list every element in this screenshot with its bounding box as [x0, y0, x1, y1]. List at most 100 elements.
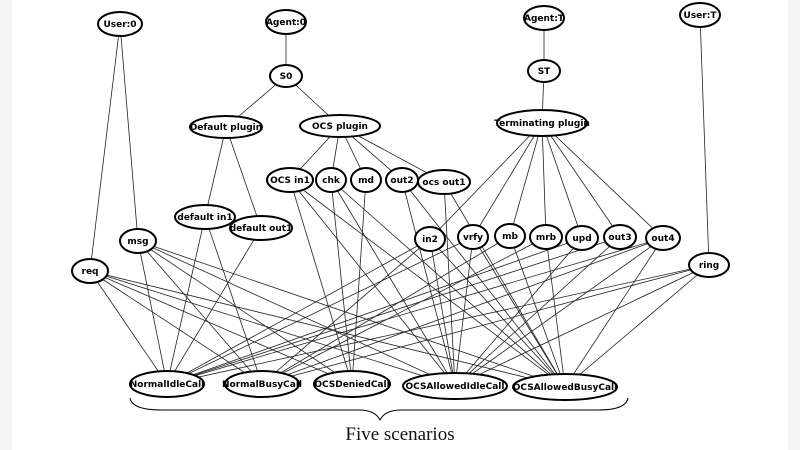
node-req: req [71, 258, 109, 284]
node-label: out2 [390, 176, 413, 186]
edge-out4-to-normal-idle-call [166, 237, 664, 385]
node-label: OCSAllowedBusyCall [513, 383, 617, 393]
node-label: upd [572, 234, 591, 244]
node-label: Terminating plugin [494, 119, 590, 129]
edge-ocs-in1-to-ocs-allowed-busy-call [289, 179, 566, 388]
node-label: OCS plugin [312, 122, 368, 132]
edge-upd-to-ocs-allowed-idle-call [454, 237, 583, 387]
edge-chk-to-ocs-denied-call [330, 179, 353, 385]
node-label: out4 [651, 234, 674, 244]
node-ellipse [523, 5, 565, 31]
node-chk: chk [315, 167, 347, 193]
edge-req-to-ocs-denied-call [89, 270, 353, 385]
edge-out3-to-ocs-allowed-idle-call [454, 236, 621, 387]
node-ellipse [527, 59, 561, 83]
edge-req-to-normal-idle-call [89, 270, 168, 385]
node-ocs-plugin: OCS plugin [299, 114, 381, 138]
node-label: S0 [280, 72, 293, 82]
edge-mrb-to-ocs-allowed-busy-call [545, 236, 566, 388]
node-ellipse [417, 169, 471, 195]
edge-ring-to-normal-busy-call [261, 264, 710, 385]
edge-userT-to-ring [699, 14, 710, 266]
node-label: NormalIdleCall [130, 380, 205, 390]
edge-chk-to-ocs-allowed-idle-call [330, 179, 456, 387]
node-agent0: Agent:0 [265, 9, 307, 35]
node-label: Default plugin [190, 123, 262, 133]
node-out4: out4 [645, 225, 681, 251]
node-default-plugin: Default plugin [189, 115, 263, 139]
edge-terminating-plugin-to-out3 [541, 122, 621, 238]
edge-ring-to-normal-idle-call [166, 264, 710, 385]
node-ellipse [119, 228, 157, 254]
node-label: ocs out1 [422, 178, 465, 188]
edge-user0-to-req [89, 23, 121, 272]
node-label: User:0 [103, 20, 136, 30]
node-label: OCSDeniedCall [314, 380, 389, 390]
node-label: mrb [536, 233, 557, 243]
node-label: default in1 [177, 213, 232, 223]
node-ellipse [414, 226, 446, 252]
edge-msg-to-ocs-denied-call [137, 240, 353, 385]
edge-mb-to-normal-busy-call [261, 235, 511, 385]
edge-md-to-ocs-denied-call [351, 179, 367, 385]
edge-terminating-plugin-to-in2 [429, 122, 543, 240]
edge-layer [89, 14, 710, 388]
edge-req-to-ocs-allowed-idle-call [89, 270, 456, 387]
node-ellipse [457, 224, 489, 250]
node-label: NormalBusyCall [222, 380, 302, 390]
node-label: md [358, 176, 374, 186]
node-label: ring [699, 261, 719, 271]
edge-ring-to-ocs-allowed-busy-call [564, 264, 710, 388]
node-ellipse [494, 223, 526, 249]
node-label: msg [127, 237, 148, 247]
edge-ocs-out1-to-ocs-allowed-idle-call [443, 181, 456, 387]
edge-out4-to-ocs-allowed-idle-call [454, 237, 664, 387]
edge-terminating-plugin-to-mb [509, 122, 543, 237]
node-label: in2 [422, 235, 438, 245]
edge-ocs-in1-to-ocs-allowed-idle-call [289, 179, 456, 387]
node-ellipse [315, 167, 347, 193]
node-terminating-plugin: Terminating plugin [494, 109, 590, 137]
edge-out2-to-ocs-allowed-idle-call [401, 179, 456, 387]
edge-msg-to-ocs-allowed-idle-call [137, 240, 456, 387]
node-ellipse [496, 109, 588, 137]
edge-terminating-plugin-to-vrfy [472, 122, 543, 238]
edge-mrb-to-normal-busy-call [261, 236, 547, 385]
node-ocs-allowed-idle-call: OCSAllowedIdleCall [402, 372, 508, 400]
edge-out4-to-normal-busy-call [261, 237, 664, 385]
edge-ocs-in1-to-ocs-denied-call [289, 179, 353, 385]
edge-default-in1-to-normal-idle-call [166, 216, 206, 385]
edge-msg-to-normal-idle-call [137, 240, 168, 385]
node-ocs-denied-call: OCSDeniedCall [313, 370, 391, 398]
edge-terminating-plugin-to-mrb [541, 122, 547, 238]
node-upd: upd [565, 225, 599, 251]
node-label: vrfy [463, 233, 483, 243]
edge-terminating-plugin-to-out4 [541, 122, 664, 239]
node-ellipse [645, 225, 681, 251]
node-ellipse [299, 114, 381, 138]
node-msg: msg [119, 228, 157, 254]
edge-in2-to-ocs-allowed-busy-call [429, 238, 566, 388]
node-ellipse [189, 115, 263, 139]
node-ocs-in1: OCS in1 [266, 167, 314, 193]
node-ellipse [313, 370, 391, 398]
node-ellipse [350, 167, 382, 193]
node-label: Agent:T [524, 14, 565, 24]
node-label: mb [502, 232, 518, 242]
edge-out4-to-ocs-allowed-busy-call [564, 237, 664, 388]
edge-in2-to-normal-idle-call [166, 238, 431, 385]
diagram-caption: Five scenarios [345, 424, 455, 445]
node-label: default out1 [230, 224, 293, 234]
node-ellipse [688, 252, 730, 278]
node-out2: out2 [385, 167, 419, 193]
edge-default-out1-to-normal-idle-call [166, 227, 262, 385]
node-ellipse [174, 204, 236, 230]
node-st: ST [527, 59, 561, 83]
node-ocs-out1: ocs out1 [417, 169, 471, 195]
node-label: chk [322, 176, 341, 186]
node-ellipse [402, 372, 508, 400]
edge-ring-to-ocs-allowed-idle-call [454, 264, 710, 387]
